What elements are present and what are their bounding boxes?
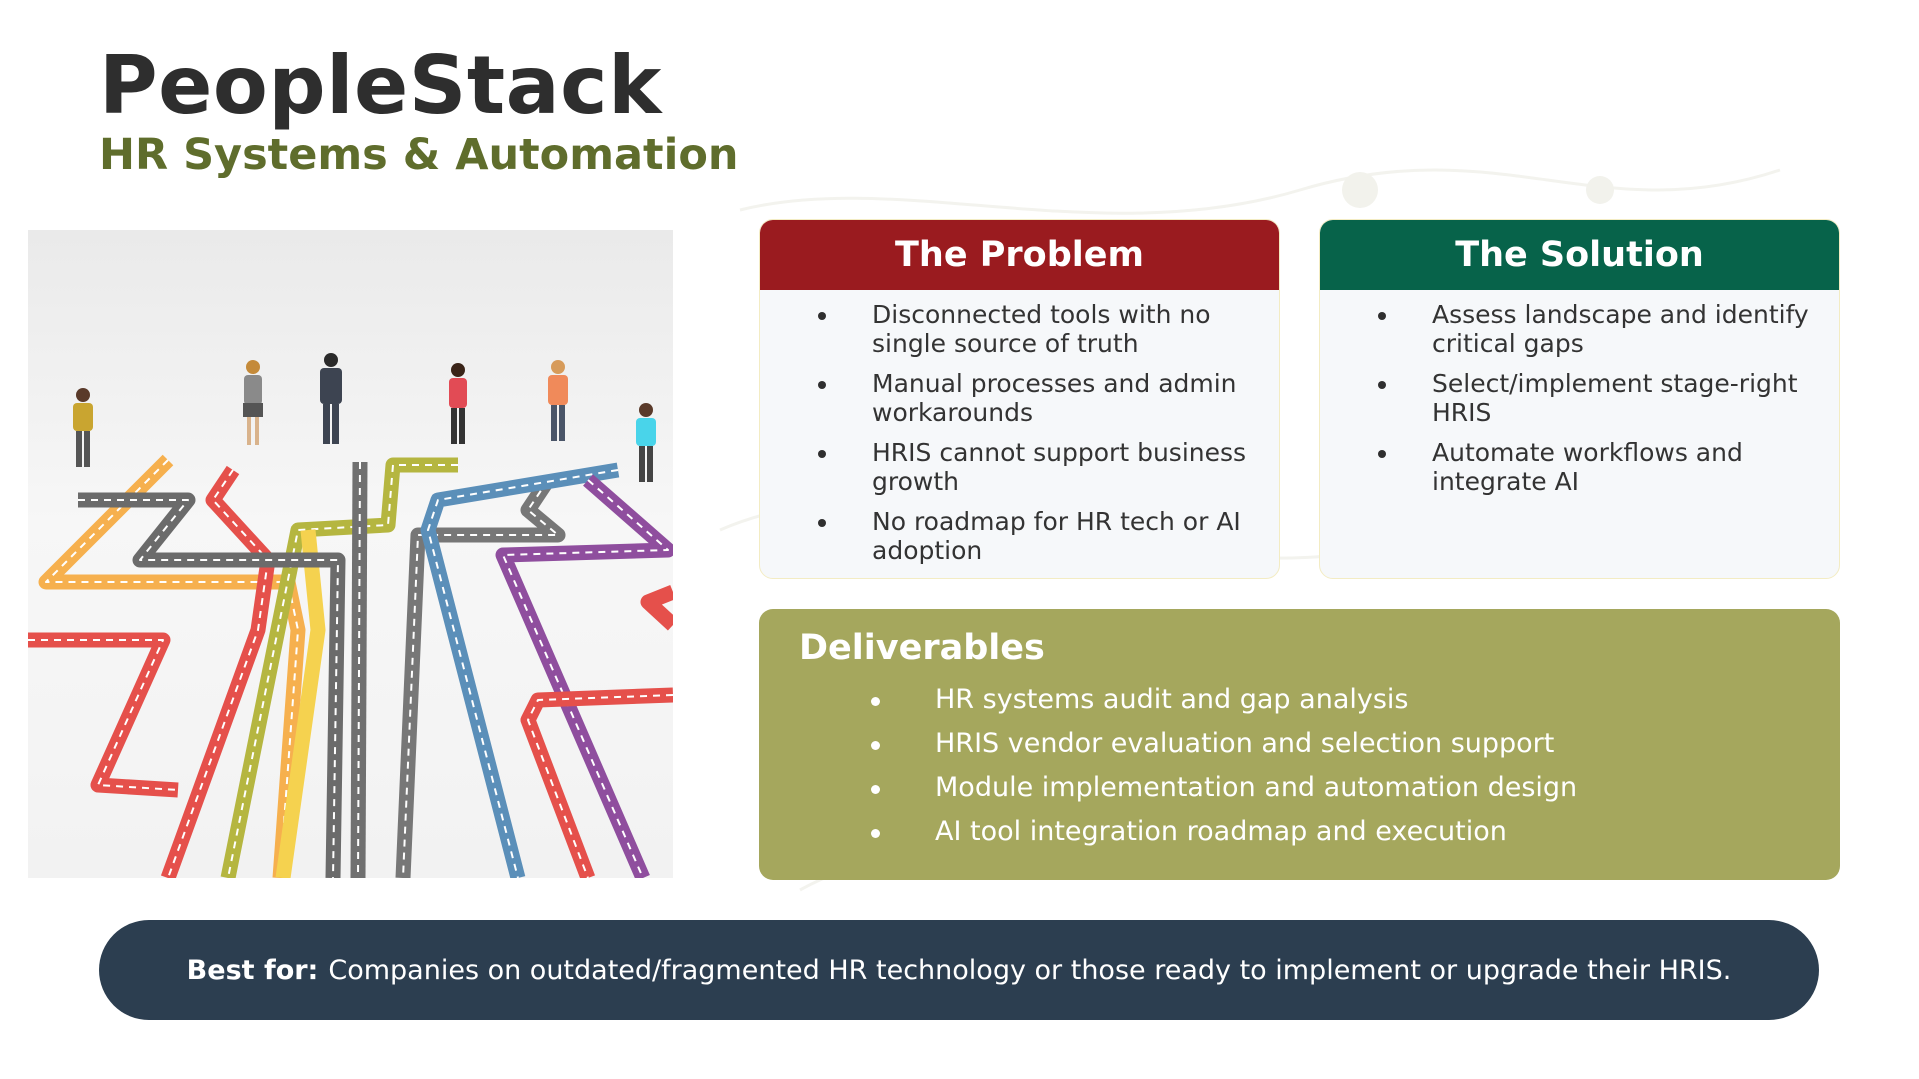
list-item: Assess landscape and identify critical g…: [1370, 300, 1819, 358]
hero-illustration: .road { fill: none; stroke-width: 15; st…: [28, 230, 673, 878]
bullet-icon: [818, 312, 826, 320]
bullet-icon: [1378, 381, 1386, 389]
problem-list: Disconnected tools with no single source…: [760, 290, 1279, 565]
list-item-text: Disconnected tools with no single source…: [872, 300, 1211, 358]
list-item-text: Automate workflows and integrate AI: [1432, 438, 1743, 496]
best-for-banner: Best for: Companies on outdated/fragment…: [99, 920, 1819, 1020]
bullet-icon: [1378, 312, 1386, 320]
red-road: [160, 465, 276, 878]
list-item-text: HRIS cannot support business growth: [872, 438, 1247, 496]
person-5: [548, 360, 568, 441]
best-for-label: Best for:: [186, 954, 319, 986]
person-2: [243, 360, 263, 445]
deliverables-panel: Deliverables HR systems audit and gap an…: [759, 609, 1840, 880]
bullet-icon: [871, 829, 880, 838]
list-item-text: Module implementation and automation des…: [935, 772, 1578, 803]
person-4: [449, 363, 467, 444]
list-item: Select/implement stage-right HRIS: [1370, 369, 1819, 427]
bullet-icon: [818, 519, 826, 527]
bullet-icon: [818, 381, 826, 389]
bullet-icon: [871, 697, 880, 706]
list-item-text: HRIS vendor evaluation and selection sup…: [935, 728, 1555, 759]
bullet-icon: [818, 450, 826, 458]
page-subtitle: HR Systems & Automation: [99, 130, 739, 180]
list-item: AI tool integration roadmap and executio…: [871, 810, 1800, 854]
solution-heading: The Solution: [1320, 220, 1839, 290]
list-item: No roadmap for HR tech or AI adoption: [810, 507, 1259, 565]
person-3: [320, 353, 342, 444]
deliverables-list: HR systems audit and gap analysis HRIS v…: [799, 678, 1800, 854]
bullet-icon: [871, 785, 880, 794]
list-item-text: AI tool integration roadmap and executio…: [935, 816, 1507, 847]
list-item-text: Assess landscape and identify critical g…: [1432, 300, 1809, 358]
list-item: HR systems audit and gap analysis: [871, 678, 1800, 722]
deliverables-heading: Deliverables: [799, 628, 1045, 668]
list-item: HRIS cannot support business growth: [810, 438, 1259, 496]
person-1: [73, 388, 93, 467]
list-item: Disconnected tools with no single source…: [810, 300, 1259, 358]
list-item: HRIS vendor evaluation and selection sup…: [871, 722, 1800, 766]
list-item-text: Select/implement stage-right HRIS: [1432, 369, 1798, 427]
page-title: PeopleStack: [99, 39, 662, 132]
problem-card: The Problem Disconnected tools with no s…: [759, 219, 1280, 579]
list-item-text: No roadmap for HR tech or AI adoption: [872, 507, 1241, 565]
list-item-text: HR systems audit and gap analysis: [935, 684, 1409, 715]
list-item: Automate workflows and integrate AI: [1370, 438, 1819, 496]
list-item: Manual processes and admin workarounds: [810, 369, 1259, 427]
person-6: [636, 403, 656, 482]
bullet-icon: [1378, 450, 1386, 458]
solution-list: Assess landscape and identify critical g…: [1320, 290, 1839, 496]
best-for-text: Companies on outdated/fragmented HR tech…: [328, 954, 1732, 986]
list-item: Module implementation and automation des…: [871, 766, 1800, 810]
solution-card: The Solution Assess landscape and identi…: [1319, 219, 1840, 579]
bullet-icon: [871, 741, 880, 750]
problem-heading: The Problem: [760, 220, 1279, 290]
list-item-text: Manual processes and admin workarounds: [872, 369, 1237, 427]
